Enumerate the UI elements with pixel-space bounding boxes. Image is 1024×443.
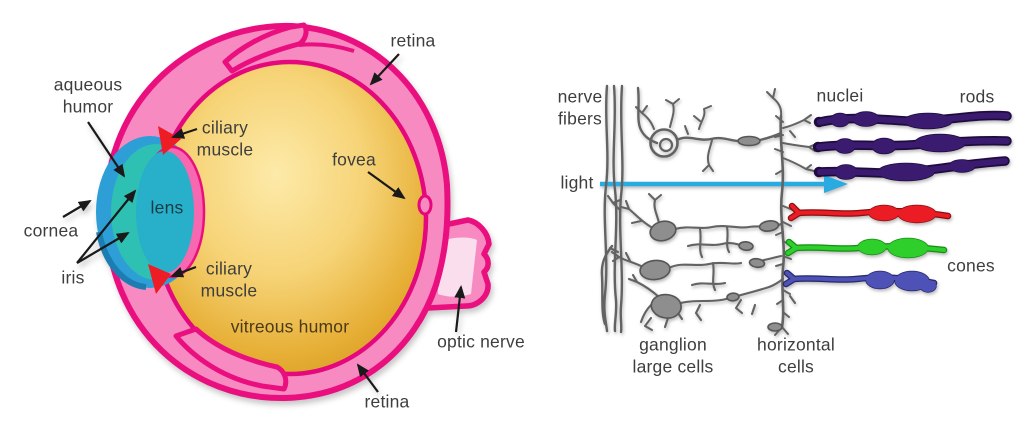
bipolar-cell-spiral xyxy=(635,98,783,172)
label-light: light xyxy=(560,172,594,193)
label-fovea: fovea xyxy=(332,149,376,170)
arrow-retina-bottom xyxy=(356,363,379,393)
arrow-optic-nerve xyxy=(454,285,466,333)
cornea-shading xyxy=(96,231,147,290)
retina-fold-line xyxy=(298,42,355,53)
fovea-pit xyxy=(417,194,433,216)
arrow-fovea xyxy=(367,171,406,200)
ciliary-muscle-bottom-shape xyxy=(148,264,171,294)
eye-diagram xyxy=(62,22,492,402)
arrow-ciliary-bottom xyxy=(170,265,197,278)
label-cones: cones xyxy=(947,255,995,276)
retina-cells-diagram xyxy=(600,84,1012,336)
arrow-ciliary-top xyxy=(171,127,198,139)
label-aqueous-humor: aqueous humor xyxy=(53,74,123,117)
ganglion-cell-bodies xyxy=(639,220,783,332)
label-vitreous-humor: vitreous humor xyxy=(230,316,350,337)
label-rods: rods xyxy=(959,86,995,107)
ganglion-network xyxy=(606,192,785,332)
label-ganglion-large-cells: ganglion large cells xyxy=(632,334,714,377)
trunk-branches-cones xyxy=(775,205,802,318)
arrow-iris-upper xyxy=(76,189,137,264)
nerve-fibers xyxy=(600,84,659,334)
arrow-retina-top xyxy=(369,53,400,86)
arrow-iris-lower xyxy=(76,231,130,264)
label-nuclei: nuclei xyxy=(816,85,864,106)
label-horizontal-cells: horizontal cells xyxy=(757,334,835,377)
ciliary-muscle-top-shape xyxy=(158,126,181,155)
rods xyxy=(812,110,1012,182)
label-ciliary-muscle-top: ciliary muscle xyxy=(196,117,254,160)
label-retina-bottom: retina xyxy=(364,391,410,412)
light-arrowhead xyxy=(824,175,848,193)
label-retina-top: retina xyxy=(390,30,436,51)
label-cornea: cornea xyxy=(23,220,79,241)
label-ciliary-muscle-bottom: ciliary muscle xyxy=(200,258,258,301)
label-iris: iris xyxy=(61,267,85,288)
cone-red xyxy=(787,202,952,224)
cone-blue xyxy=(782,269,938,293)
bipolar-axon-body xyxy=(737,135,761,147)
eye-annotation-arrows xyxy=(62,53,466,393)
lens-body xyxy=(136,151,194,273)
light-arrow xyxy=(600,175,848,193)
retina-flap-bottom xyxy=(173,326,289,392)
label-nerve-fibers: nerve fibers xyxy=(557,86,603,129)
trunk-branches-rods xyxy=(774,114,817,175)
arrow-cornea xyxy=(62,199,92,218)
label-optic-nerve: optic nerve xyxy=(437,331,525,352)
retina-flap-top xyxy=(222,22,309,74)
arrow-aqueous-humor xyxy=(87,121,126,178)
label-lens: lens xyxy=(150,197,184,218)
cone-green xyxy=(784,237,948,259)
